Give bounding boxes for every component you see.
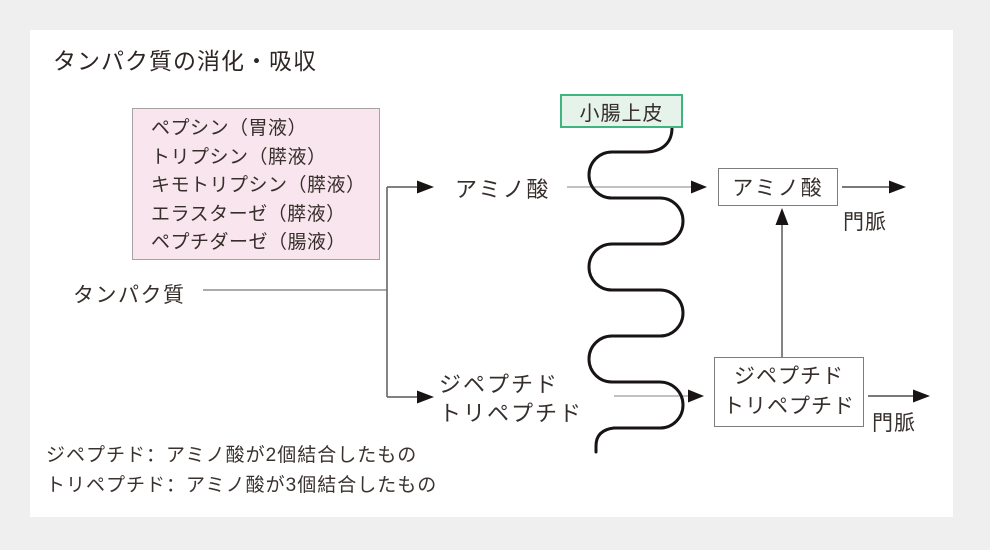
protein-label: タンパク質	[73, 284, 186, 307]
dipeptide-note: ジペプチド：アミノ酸が2個結合したもの	[46, 445, 418, 466]
dipeptide-absorbed-label: ジペプチド	[734, 365, 844, 388]
amino-acid-absorbed-box: アミノ酸	[718, 168, 838, 206]
tripeptide-absorbed-label: トリペプチド	[723, 395, 855, 418]
tripeptide-note: トリペプチド：アミノ酸が3個結合したもの	[46, 474, 438, 496]
enzyme-item: トリプシン（膵液）	[151, 146, 327, 168]
epithelium-label: 小腸上皮	[579, 102, 664, 125]
enzyme-item: ペプシン（胃液）	[151, 118, 308, 139]
footnotes: ジペプチド：アミノ酸が2個結合したもの トリペプチド：アミノ酸が3個結合したもの	[46, 441, 437, 500]
enzyme-item: エラスターゼ（膵液）	[151, 203, 346, 225]
peptide-lumen-label: ジペプチド トリペプチド	[439, 371, 583, 428]
portal-vein-upper-label: 門脈	[843, 211, 887, 234]
enzyme-list-box: ペプシン（胃液） トリプシン（膵液） キモトリプシン（膵液） エラスターゼ（膵液…	[132, 108, 380, 260]
dipeptide-label: ジペプチド	[439, 372, 560, 397]
enzyme-item: キモトリプシン（膵液）	[151, 175, 366, 197]
peptide-absorbed-box: ジペプチド トリペプチド	[714, 357, 864, 427]
tripeptide-label: トリペプチド	[439, 400, 584, 426]
amino-acid-absorbed-label: アミノ酸	[732, 177, 824, 200]
diagram-title: タンパク質の消化・吸収	[53, 48, 317, 74]
epithelium-label-box: 小腸上皮	[560, 94, 683, 128]
portal-vein-lower-label: 門脈	[872, 412, 916, 435]
enzyme-item: ペプチダーゼ（腸液）	[151, 232, 347, 254]
amino-acid-lumen-label: アミノ酸	[455, 177, 551, 202]
